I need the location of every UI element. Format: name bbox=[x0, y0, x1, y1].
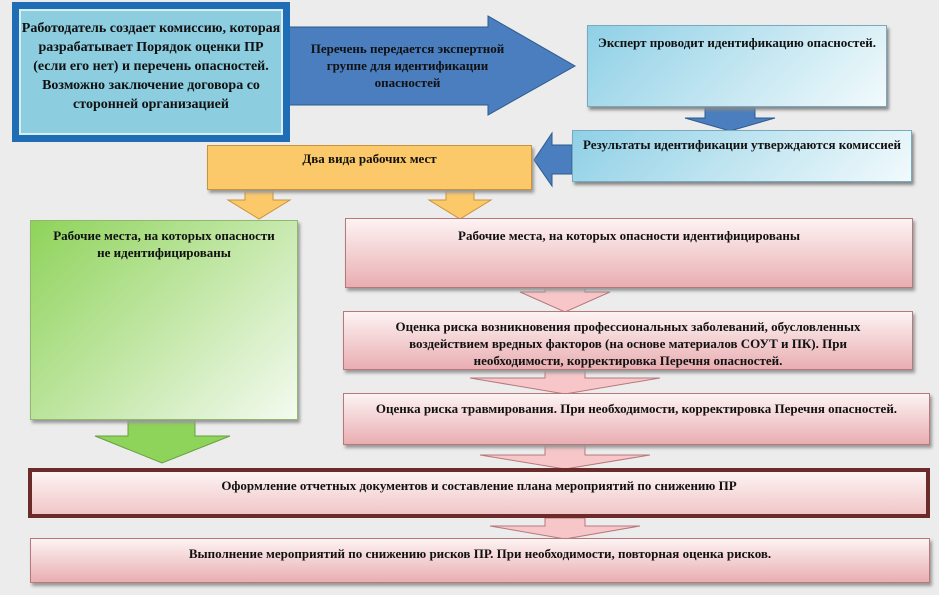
arrow-types-left bbox=[226, 189, 292, 220]
results-box: Результаты идентификации утверждаются ко… bbox=[572, 130, 912, 182]
arrow-pink-4 bbox=[489, 517, 641, 540]
arrow-pink-3 bbox=[479, 444, 651, 470]
two-types-box: Два вида рабочих мест bbox=[207, 145, 532, 190]
arrow-pink-2 bbox=[469, 369, 661, 395]
documents-box: Оформление отчетных документов и составл… bbox=[28, 468, 930, 518]
arrow-pink-1 bbox=[519, 287, 611, 313]
arrow-expert-to-results bbox=[684, 106, 776, 132]
arrow-types-right bbox=[427, 189, 493, 220]
occupational-risk-box: Оценка риска возникновения профессиональ… bbox=[343, 311, 913, 370]
expert-box: Эксперт проводит идентификацию опасносте… bbox=[587, 25, 887, 107]
transfer-arrow bbox=[288, 15, 577, 116]
arrow-results-to-types bbox=[533, 131, 573, 188]
identified-box: Рабочие места, на которых опасности иден… bbox=[345, 218, 913, 288]
execution-box: Выполнение мероприятий по снижению риско… bbox=[30, 538, 930, 583]
injury-risk-box: Оценка риска травмирования. При необходи… bbox=[343, 393, 930, 445]
transfer-text: Перечень передается экспертной группе дл… bbox=[310, 41, 505, 90]
employer-text: Работодатель создает комиссию, которая р… bbox=[19, 9, 283, 135]
employer-box: Работодатель создает комиссию, которая р… bbox=[12, 2, 290, 142]
arrow-green bbox=[94, 419, 231, 464]
not-identified-box: Рабочие места, на которых опасности не и… bbox=[30, 220, 298, 420]
